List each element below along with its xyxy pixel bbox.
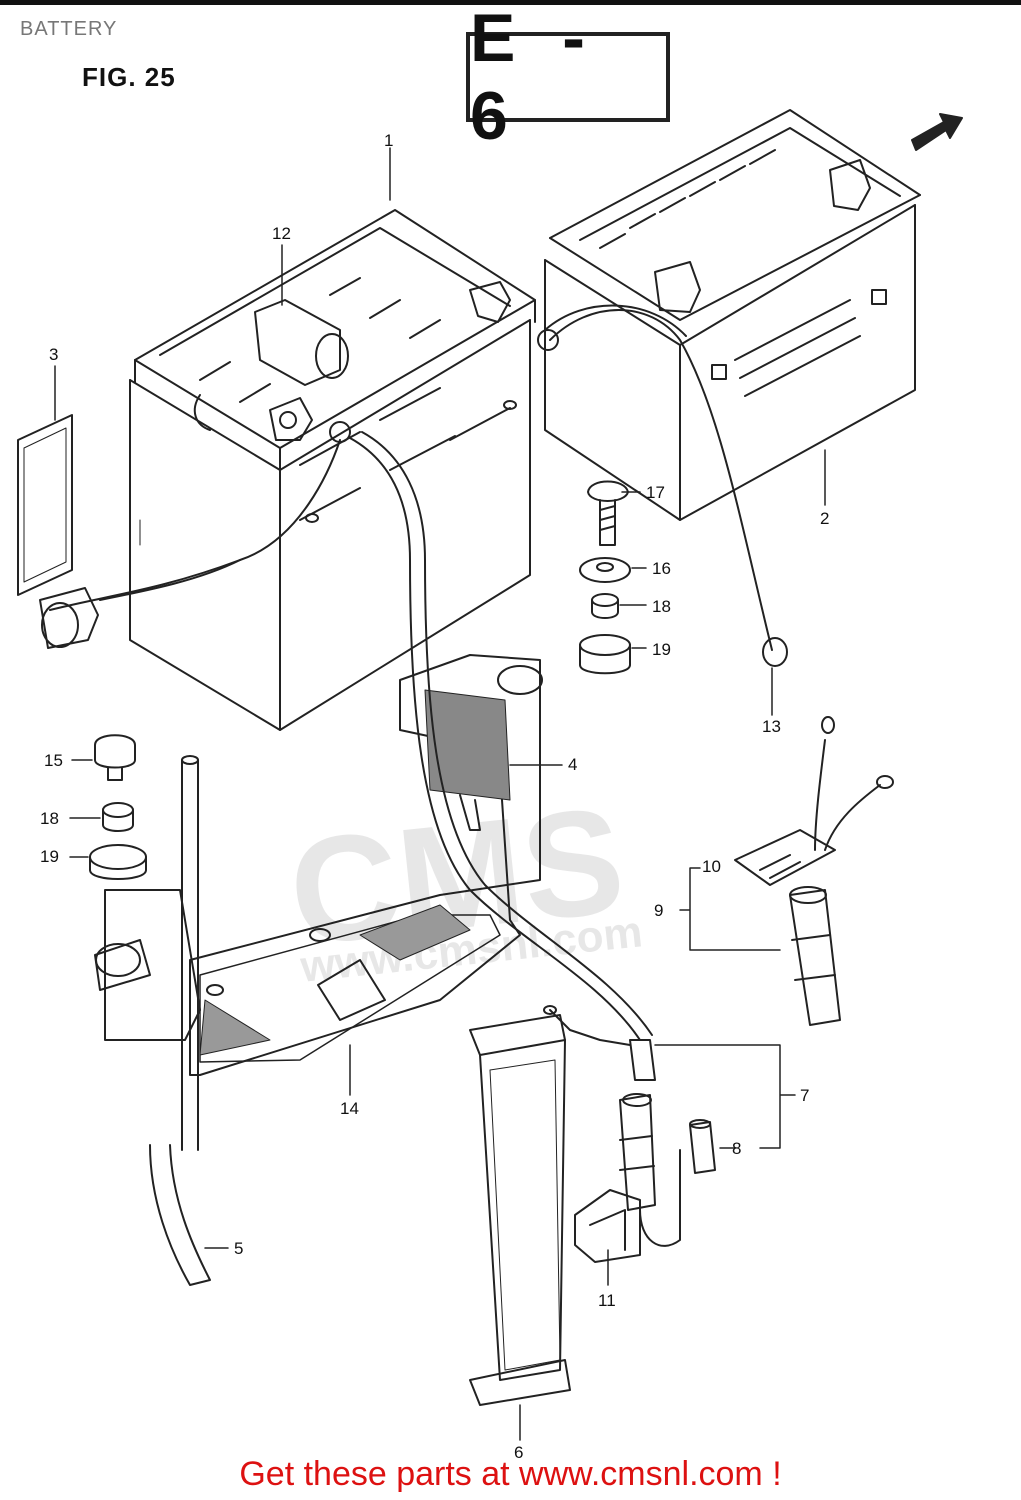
strap-6: [469, 1014, 571, 1406]
hose-5: [149, 755, 211, 1286]
top-rule: [0, 0, 1021, 5]
cable-13: [537, 304, 788, 667]
callout-2: 2: [820, 509, 830, 528]
callout-9: 9: [654, 901, 664, 920]
fastener-stack-right: [579, 480, 631, 675]
callout-14: 14: [340, 1099, 359, 1118]
callout-15: 15: [44, 751, 63, 770]
callout-6: 6: [514, 1443, 524, 1462]
bracket-14: [189, 654, 543, 1076]
callout-12: 12: [272, 224, 291, 243]
fuse-holder-9: [734, 716, 894, 1026]
battery-right: [544, 109, 921, 521]
fuse-8: [689, 1119, 716, 1174]
side-bracket: [94, 889, 201, 1041]
callout-13: 13: [762, 717, 781, 736]
callout-16: 16: [652, 559, 671, 578]
cable-left: [39, 421, 351, 649]
clamp-11: [574, 1189, 641, 1263]
callout-18-right: 18: [652, 597, 671, 616]
fastener-stack-left: [89, 734, 147, 880]
callout-1: 1: [384, 131, 394, 150]
callout-17: 17: [646, 483, 665, 502]
footer-parts-link[interactable]: Get these parts at www.cmsnl.com !: [239, 1455, 782, 1493]
callout-7: 7: [800, 1086, 810, 1105]
front-arrow-icon: [911, 113, 963, 151]
callout-8: 8: [732, 1139, 742, 1158]
callout-5: 5: [234, 1239, 244, 1258]
callout-19-right: 19: [652, 640, 671, 659]
battery-left: [129, 209, 536, 731]
callout-11: 11: [598, 1291, 616, 1310]
main-wire: [349, 431, 653, 1041]
callout-4: 4: [568, 755, 578, 774]
section-title: BATTERY: [20, 18, 118, 40]
callout-19-left: 19: [40, 847, 59, 866]
pad-3: [17, 414, 73, 596]
callout-3: 3: [49, 345, 59, 364]
callout-10: 10: [702, 857, 721, 876]
callout-18-left: 18: [40, 809, 59, 828]
figure-label: FIG. 25: [82, 62, 176, 92]
leader-lines: [54, 147, 826, 1441]
